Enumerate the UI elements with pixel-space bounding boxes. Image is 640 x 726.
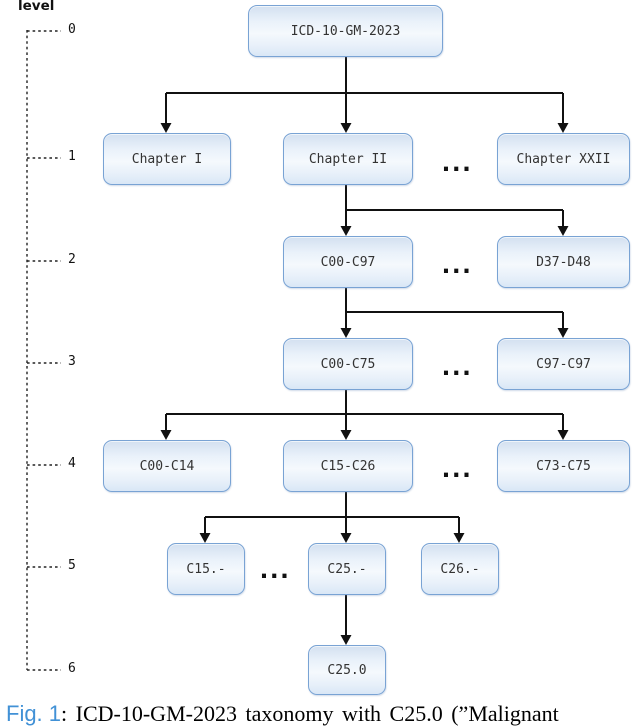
figure-caption-text: : ICD-10-GM-2023 taxonomy with C25.0 (”M… (61, 701, 559, 726)
node-c73-c75: C73-C75 (497, 440, 630, 492)
node-root: ICD-10-GM-2023 (248, 5, 443, 57)
level-label-0: 0 (68, 22, 76, 37)
edge-root-to-chapters (160, 55, 569, 133)
figure-caption: Fig. 1: ICD-10-GM-2023 taxonomy with C25… (6, 701, 640, 726)
ellipsis-level-1: ... (441, 151, 473, 177)
ellipsis-level-3: ... (441, 355, 473, 381)
node-chapter-xxii: Chapter XXII (497, 133, 630, 185)
ellipsis-level-5: ... (259, 558, 291, 584)
node-c00-c14: C00-C14 (103, 440, 231, 492)
figure-caption-label: Fig. 1 (6, 701, 62, 726)
edge-c00c75-to-blocks (160, 388, 569, 440)
node-c15: C15.- (167, 543, 245, 595)
node-c26: C26.- (421, 543, 499, 595)
level-label-2: 2 (68, 252, 76, 267)
level-label-6: 6 (68, 661, 76, 676)
edge-c15c26-to-codes (199, 490, 465, 543)
node-c00-c75: C00-C75 (283, 338, 413, 390)
edge-chapter2-to-blocks (340, 183, 569, 236)
level-label-3: 3 (68, 354, 76, 369)
level-axis-title: level (18, 0, 55, 14)
node-c15-c26: C15-C26 (283, 440, 413, 492)
level-axis-rail (26, 30, 61, 671)
node-d37-d48: D37-D48 (497, 236, 630, 288)
node-c25-0: C25.0 (308, 645, 386, 695)
level-label-1: 1 (68, 149, 76, 164)
node-chapter-i: Chapter I (103, 133, 231, 185)
node-c97-c97: C97-C97 (497, 338, 630, 390)
node-chapter-ii: Chapter II (283, 133, 413, 185)
node-c25: C25.- (308, 543, 386, 595)
level-label-4: 4 (68, 456, 76, 471)
ellipsis-level-2: ... (441, 253, 473, 279)
edge-c00c97-to-blocks (340, 286, 569, 338)
edge-c25-to-c250 (340, 592, 352, 645)
node-c00-c97: C00-C97 (283, 236, 413, 288)
level-label-5: 5 (68, 558, 76, 573)
ellipsis-level-4: ... (441, 457, 473, 483)
